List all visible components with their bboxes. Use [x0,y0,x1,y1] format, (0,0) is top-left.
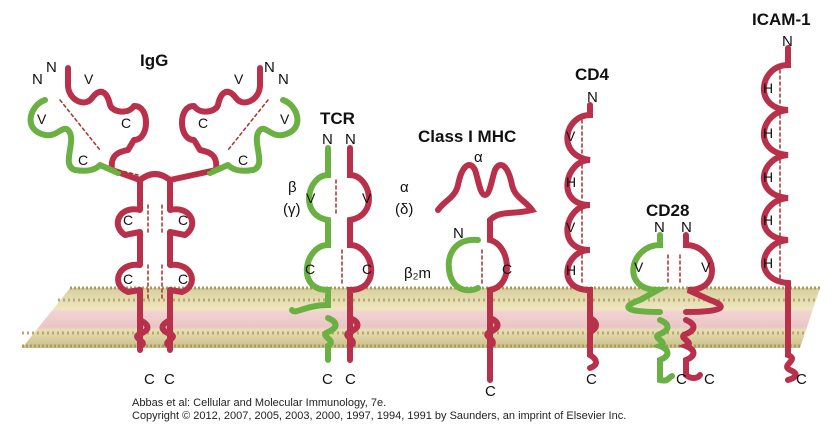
credit-line-1: Abbas et al: Cellular and Molecular Immu… [132,397,387,409]
mhc-b2m-label: β₂m [404,265,431,282]
igg-molecule [27,65,301,353]
igg-c-right: C [164,371,175,388]
cd28-c-right: C [704,371,715,388]
mhc-alpha-label: α [474,149,483,166]
cd4-domain-3: V [566,219,576,235]
mhc-c: C [485,383,496,400]
cd4-domain-2: H [566,174,576,190]
cd28-domain-right: V [701,259,711,275]
igg-light-chains [27,97,301,176]
tcr-alpha-label: α [400,179,409,196]
icam1-n: N [782,33,793,50]
tcr-domain-v-beta: V [306,190,316,206]
icam1-domain-2: H [763,125,773,141]
tcr-molecule [289,145,375,363]
icam1-c: C [796,371,807,388]
igg-domain-ch2-right: C [178,212,188,228]
label-igg: IgG [140,51,168,70]
cd28-domain-left: V [634,259,644,275]
igg-light-n-left: N [32,71,43,88]
igg-domain-vl-left: V [37,111,47,127]
cd28-n-left: N [654,219,665,236]
igg-domain-ch1-left: C [121,115,131,131]
tcr-gamma-label: (γ) [283,201,301,218]
tcr-beta-label: β [288,179,297,196]
icam1-domain-4: H [763,212,773,228]
tcr-c-right: C [345,371,356,388]
igg-domain-ch3-right: C [178,271,188,287]
igg-heavy-chains [65,65,263,353]
igg-domain-ch2-left: C [123,212,133,228]
credit-line-2: Copyright © 2012, 2007, 2005, 2003, 2000… [132,410,627,422]
figure-credit: Abbas et al: Cellular and Molecular Immu… [132,397,626,423]
mhc-alpha-chain [435,162,537,383]
tcr-beta-chain [289,145,339,363]
tcr-alpha-chain [344,145,375,363]
igg-disulfide-bonds [59,99,269,301]
tcr-domain-v-alpha: V [362,190,372,206]
tcr-beta-n: N [322,131,333,148]
text-labels: IgG TCR Class I MHC CD4 CD28 ICAM-1 N N … [32,10,811,400]
mhc-class-i-molecule [435,162,537,383]
igg-domain-vl-right: V [280,111,290,127]
igg-heavy-n-right: N [264,59,275,76]
icam1-domain-1: H [763,80,773,96]
tcr-delta-label: (δ) [395,201,413,218]
mhc-domain-alpha3: C [502,261,512,277]
igg-domain-ch3-left: C [123,271,133,287]
igg-domain-ch1-right: C [198,115,208,131]
cd4-molecule [564,102,599,371]
igg-domain-cl-left: C [78,152,88,168]
tcr-domain-c-alpha: C [362,261,372,277]
igg-domain-vh-left: V [84,71,94,87]
label-cd4: CD4 [575,65,610,84]
label-icam1: ICAM-1 [752,10,811,29]
cd4-c: C [586,371,597,388]
igg-light-n-right: N [278,71,289,88]
icam1-domain-3: H [763,169,773,185]
tcr-domain-c-beta: C [305,261,315,277]
igg-c-left: C [144,371,155,388]
cd28-n-right: N [681,219,692,236]
cd4-n: N [587,89,598,106]
tcr-alpha-n: N [345,131,356,148]
igg-domain-vh-right: V [234,71,244,87]
cd4-domain-4: H [566,262,576,278]
igg-domain-cl-right: C [238,152,248,168]
mhc-n: N [453,225,464,242]
tcr-c-left: C [322,371,333,388]
cd28-molecule [625,232,724,384]
igg-heavy-n-left: N [46,59,57,76]
tcr-disulfide-bonds [335,179,343,286]
label-class-i-mhc: Class I MHC [418,127,516,146]
icam1-domain-5: H [763,255,773,271]
mhc-b2m-chain [445,236,481,294]
icam1-molecule [760,45,799,383]
label-tcr: TCR [320,109,355,128]
label-cd28: CD28 [646,201,689,220]
cd28-c-left: C [676,371,687,388]
cd4-domain-1: V [566,128,576,144]
